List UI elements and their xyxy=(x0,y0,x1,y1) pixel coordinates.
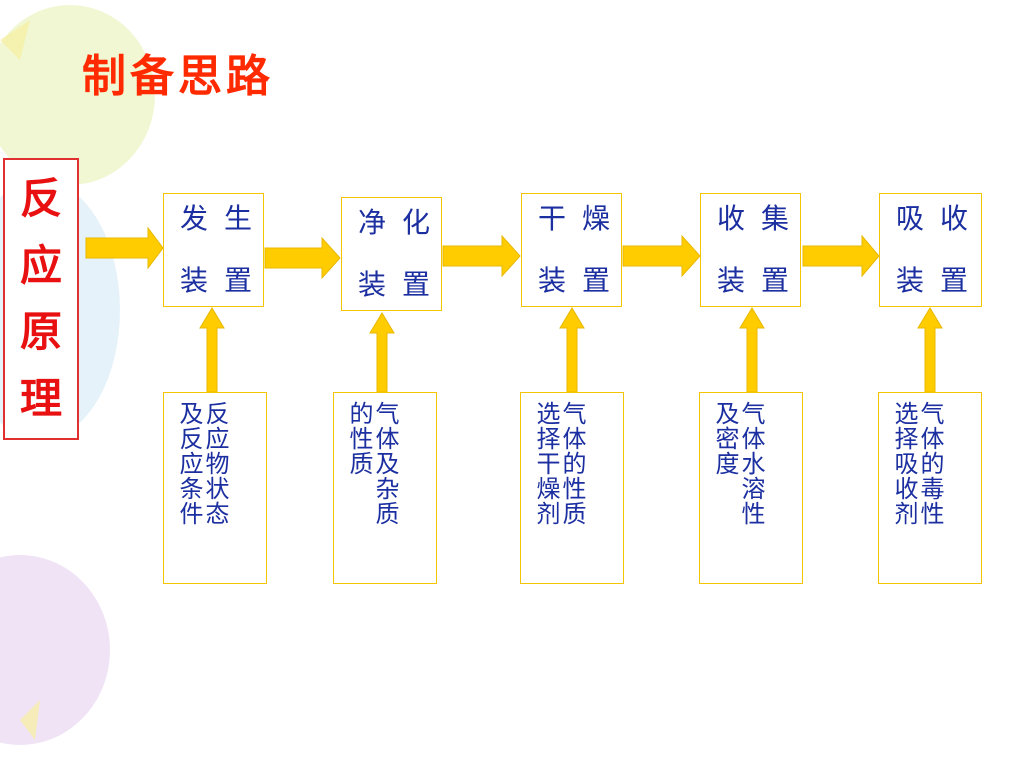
purification-device-box: 净化 装置 xyxy=(341,197,442,311)
arrow-up xyxy=(739,307,765,393)
absorption-device-box: 吸收 装置 xyxy=(879,193,982,307)
principle-char: 原 xyxy=(19,307,62,357)
device-label-line2: 装置 xyxy=(538,264,627,297)
criteria-text: 气体的性质 选择干燥剂 xyxy=(532,401,586,526)
drying-device-box: 干燥 装置 xyxy=(521,193,622,307)
generation-device-box: 发生 装置 xyxy=(163,193,264,307)
criteria-text: 气体及杂质 的性质 xyxy=(345,401,399,526)
arrow-up xyxy=(559,307,585,393)
device-label-line1: 干燥 xyxy=(538,202,627,235)
device-label-line1: 收集 xyxy=(717,202,806,235)
arrow-right xyxy=(622,234,701,278)
collection-device-box: 收集 装置 xyxy=(700,193,801,307)
criteria-text: 气体水溶性 及密度 xyxy=(711,401,765,526)
principle-char: 应 xyxy=(19,240,62,290)
criteria-text: 反应物状态 及反应条件 xyxy=(175,401,229,526)
generation-criteria-box: 反应物状态 及反应条件 xyxy=(163,392,267,584)
device-label-line2: 装置 xyxy=(896,264,985,297)
drying-criteria-box: 气体的性质 选择干燥剂 xyxy=(520,392,624,584)
device-label-line2: 装置 xyxy=(180,264,269,297)
arrow-right xyxy=(264,236,341,280)
device-label-line2: 装置 xyxy=(358,268,447,301)
criteria-text: 气体的毒性 选择吸收剂 xyxy=(890,401,944,526)
device-label-line1: 吸收 xyxy=(896,202,985,235)
arrow-up xyxy=(917,307,943,393)
absorption-criteria-box: 气体的毒性 选择吸收剂 xyxy=(878,392,982,584)
principle-char: 反 xyxy=(19,174,62,224)
purification-criteria-box: 气体及杂质 的性质 xyxy=(333,392,437,584)
device-label-line1: 发生 xyxy=(180,202,269,235)
arrow-up xyxy=(199,307,225,393)
arrow-right xyxy=(442,234,521,278)
reaction-principle-box: 反 应 原 理 xyxy=(3,158,79,440)
arrow-up xyxy=(369,312,395,393)
collection-criteria-box: 气体水溶性 及密度 xyxy=(699,392,803,584)
principle-char: 理 xyxy=(19,373,62,423)
page-title: 制备思路 xyxy=(82,51,274,102)
arrow-right xyxy=(85,226,164,270)
arrow-right xyxy=(802,234,880,278)
device-label-line2: 装置 xyxy=(717,264,806,297)
device-label-line1: 净化 xyxy=(358,206,447,239)
